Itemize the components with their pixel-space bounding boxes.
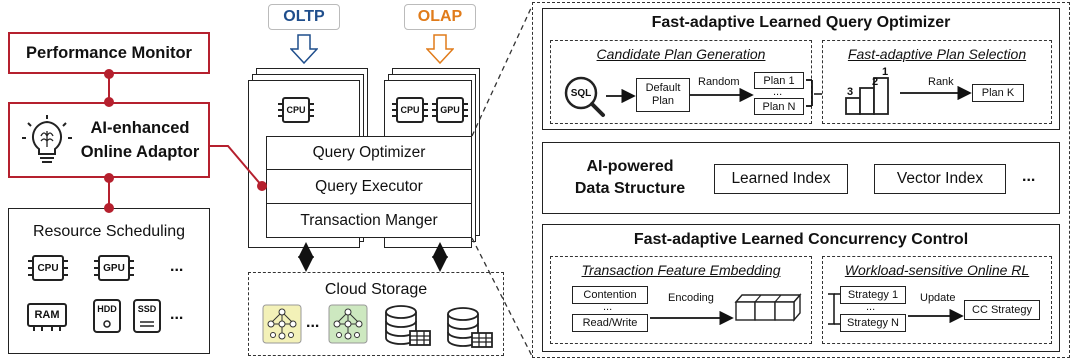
oltp-label: OLTP [268,4,340,30]
query-optimizer-block: Query Optimizer [267,137,471,170]
ram-label: RAM [34,309,60,321]
storage-mid-ellipsis: ... [306,314,320,331]
plan1-box: Plan 1 [754,72,804,89]
strategy-dots: ... [866,301,876,313]
node2-gpu-icon [432,96,468,129]
qo-title: Fast-adaptive Learned Query Optimizer [651,14,951,31]
database-table-icon [384,304,434,353]
ssd-icon [132,298,162,339]
feature-dots: ... [603,301,613,313]
node2-cpu-label: CPU [400,105,420,115]
olap-label: OLAP [404,4,476,30]
model-green-icon [328,304,368,349]
strategyN-box: Strategy N [840,314,906,332]
cc-strategy-box: CC Strategy [964,300,1040,320]
update-label: Update [920,292,956,304]
plan-selection-title: Fast-adaptive Plan Selection [847,46,1027,62]
planK-box: Plan K [972,84,1024,102]
cpu-chip-label: CPU [37,262,59,274]
node-cpu-icon [278,96,314,129]
sql-label: SQL [570,87,592,99]
transaction-manager-block: Transaction Manger [300,211,438,229]
candidate-plan-title: Candidate Plan Generation [596,46,766,62]
oltp-arrow-icon [289,34,319,69]
hdd-label: HDD [97,304,117,314]
contention-box: Contention [572,286,648,304]
encoding-label: Encoding [668,292,714,304]
plan-dots: ... [773,86,783,98]
sql-search-icon [562,74,606,123]
plan-selection-box: Fast-adaptive Plan Selection [822,40,1052,124]
planN-box: Plan N [754,98,804,115]
rank-label: Rank [928,76,954,88]
query-executor-block: Query Executor [267,170,471,204]
cpu-chip-icon [28,253,68,288]
podium-rank-2: 2 [872,76,879,88]
data-structure-title: AI-powered Data Structure [574,158,686,197]
brain-bulb-icon [20,114,74,173]
podium-rank-3: 3 [847,86,854,98]
embedding-vector-icon [734,292,804,327]
storage-ellipsis: ... [170,306,184,323]
chip-ellipsis: ... [170,258,184,275]
node2-cpu-icon [392,96,428,129]
ram-icon [26,300,68,337]
ds-ellipsis: ... [1022,168,1036,185]
podium-icon [844,74,894,121]
random-label: Random [698,76,740,88]
online-adaptor-box: AI-enhanced Online Adaptor [8,102,210,178]
podium-rank-1: 1 [882,66,889,78]
cc-title: Fast-adaptive Learned Concurrency Contro… [633,231,969,248]
olap-arrow-icon [425,34,455,69]
gpu-chip-icon [94,253,134,288]
online-rl-title: Workload-sensitive Online RL [844,262,1030,278]
db-engine-stack: Query Optimizer Query Executor Transacti… [266,136,472,238]
gpu-chip-label: GPU [103,262,125,274]
database-table-icon-2 [446,306,496,355]
performance-monitor-box: Performance Monitor [8,32,210,74]
node2-gpu-label: GPU [440,105,460,115]
hdd-icon [92,298,122,339]
ssd-label: SSD [137,304,157,314]
strategy1-box: Strategy 1 [840,286,906,304]
node-cpu-label: CPU [286,105,306,115]
feature-embedding-title: Transaction Feature Embedding [581,262,781,278]
resource-scheduling-title: Resource Scheduling [32,223,186,240]
learned-index-box: Learned Index [714,164,848,194]
adaptor-label: AI-enhanced Online Adaptor [80,119,200,161]
vector-index-box: Vector Index [874,164,1006,194]
model-yellow-icon [262,304,302,349]
read-write-box: Read/Write [572,314,648,332]
cloud-storage-title: Cloud Storage [324,281,428,298]
